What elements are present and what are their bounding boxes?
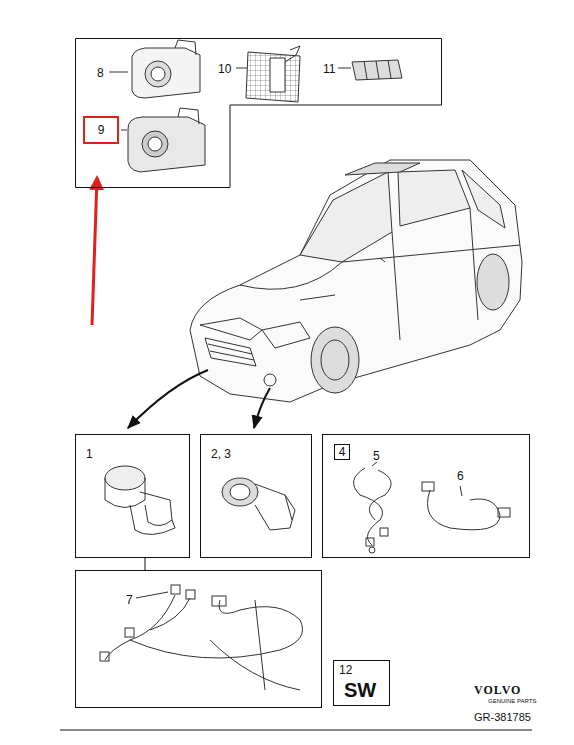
software-box: 12SW: [333, 660, 390, 706]
callout-number: 8: [97, 66, 104, 80]
pointer-arrow: [128, 370, 208, 428]
panel-outline: [75, 38, 442, 188]
wiring-harness: [354, 468, 392, 553]
parking-sensor: [105, 466, 175, 535]
brand-label: VOLVO: [474, 683, 521, 697]
parts-panel: 1: [75, 434, 190, 558]
callout-number: 10: [218, 62, 231, 76]
footer-rule: [60, 730, 532, 731]
connector-line: [145, 558, 146, 570]
leader-line: [236, 68, 247, 69]
callout-number: 4: [339, 445, 346, 459]
adhesive-pads: [352, 60, 402, 80]
wiring-harness: [422, 482, 510, 530]
leader-line: [121, 130, 127, 131]
pointer-arrow: [254, 388, 270, 428]
highlight-box: 9: [83, 116, 119, 144]
parking-sensor: [222, 478, 295, 530]
group-box: 4: [334, 444, 350, 460]
highlight-arrow: [92, 178, 97, 325]
mounting-bracket: [246, 46, 300, 102]
car-illustration: [190, 160, 522, 402]
callout-number: 7: [126, 593, 133, 607]
leader-line: [338, 68, 351, 69]
callout-number: 11: [323, 62, 335, 76]
leader-line: [109, 72, 128, 73]
parts-panel: 7: [75, 570, 322, 708]
callout-number: 9: [98, 123, 105, 137]
software-label: SW: [344, 679, 376, 701]
callout-number: 2, 3: [211, 447, 231, 461]
wiring-harness: [100, 585, 303, 690]
leader-line: [136, 592, 168, 598]
parts-panel: 8 10 11 9: [75, 38, 442, 188]
callout-number: 1: [86, 447, 93, 461]
leader-line: [460, 486, 462, 496]
parts-panel: 5 6 4: [322, 434, 530, 558]
callout-number: 6: [457, 469, 464, 483]
brand-tagline: GENUINE PARTS: [488, 698, 536, 705]
sensor-holder: [132, 40, 200, 98]
callout-number: 12: [339, 663, 352, 677]
drawing-number: GR-381785: [474, 710, 531, 724]
parts-panel: 2, 3: [200, 434, 312, 558]
sensor-holder: [128, 108, 205, 172]
callout-number: 5: [373, 449, 380, 463]
